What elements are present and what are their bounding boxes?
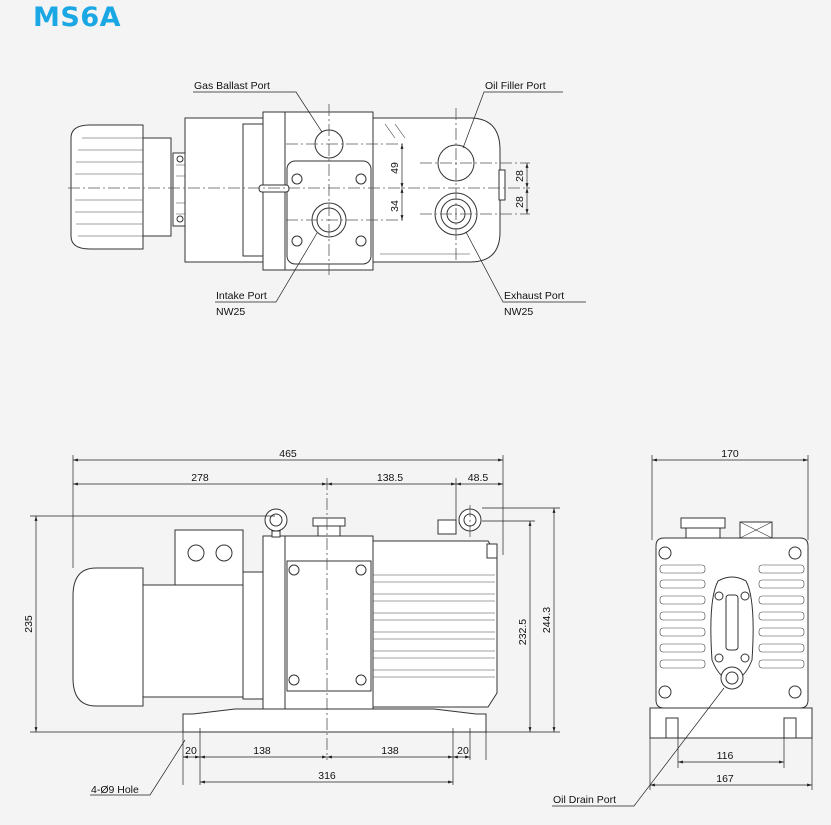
label-exhaust-port: Exhaust Port — [504, 290, 564, 302]
dim-167: 167 — [716, 773, 734, 785]
dim-170: 170 — [721, 448, 739, 460]
label-intake-size: NW25 — [216, 306, 245, 318]
label-oil-drain-port: Oil Drain Port — [553, 794, 616, 806]
dim-base-138-right: 138 — [381, 745, 399, 757]
label-holes: 4-Ø9 Hole — [91, 784, 139, 796]
dim-28-upper: 28 — [514, 170, 526, 182]
oil-reservoir — [372, 117, 501, 263]
label-intake-port: Intake Port — [216, 290, 267, 302]
dim-116: 116 — [717, 750, 734, 762]
dim-base-20-right: 20 — [457, 745, 469, 757]
dim-138-5: 138.5 — [377, 472, 403, 484]
sight-glass — [725, 594, 739, 651]
label-exhaust-size: NW25 — [504, 306, 533, 318]
dim-49: 49 — [389, 162, 401, 174]
dim-base-138-left: 138 — [253, 745, 271, 757]
side-view: 170 116 167 Oil Drain Port — [552, 448, 813, 807]
dim-235: 235 — [23, 615, 35, 633]
dim-base-316: 316 — [318, 770, 336, 782]
page-title: MS6A — [33, 2, 121, 33]
dim-465: 465 — [279, 448, 297, 460]
dim-278: 278 — [191, 472, 209, 484]
dim-base-20-left: 20 — [185, 745, 197, 757]
label-oil-filler-port: Oil Filler Port — [485, 80, 546, 92]
motor-body — [70, 124, 144, 250]
base-front — [182, 708, 487, 733]
dim-232-5: 232.5 — [517, 619, 529, 645]
label-gas-ballast-port: Gas Ballast Port — [194, 80, 270, 92]
dim-244-3: 244.3 — [541, 607, 553, 633]
terminal-box-front — [174, 529, 244, 586]
dim-28-lower: 28 — [514, 196, 526, 208]
front-view: 465 278 138.5 48.5 235 232.5 244.3 20 13… — [23, 448, 560, 796]
motor-body-front — [72, 567, 144, 707]
top-view: 49 34 28 28 Gas Ballast Port Oil Filler … — [68, 80, 586, 318]
dim-34: 34 — [389, 200, 401, 212]
dim-48-5: 48.5 — [468, 472, 489, 484]
